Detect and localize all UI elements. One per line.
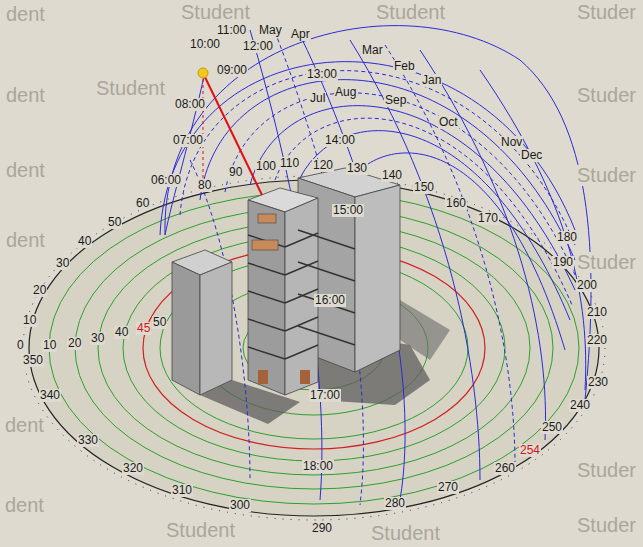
month-label: Nov (500, 136, 523, 149)
altitude-label: 50 (152, 316, 167, 329)
month-label: Jan (421, 74, 442, 87)
azimuth-label: 300 (229, 499, 251, 512)
azimuth-label: 330 (77, 434, 99, 447)
azimuth-label: 190 (552, 256, 574, 269)
azimuth-label: 40 (77, 235, 92, 248)
azimuth-label: 60 (135, 197, 150, 210)
month-label: Jul (309, 92, 326, 105)
month-label: Dec (520, 149, 543, 162)
watermark: dent (5, 85, 46, 106)
time-label: 10:00 (189, 38, 221, 51)
azimuth-label: 130 (346, 162, 368, 175)
azimuth-label: 170 (477, 212, 499, 225)
month-label: Feb (393, 60, 416, 73)
azimuth-label: 100 (255, 160, 277, 173)
watermark: dent (4, 495, 45, 516)
watermark: dent (5, 4, 46, 25)
azimuth-label: 340 (39, 389, 61, 402)
time-label: 06:00 (150, 174, 182, 187)
altitude-label: 45 (136, 322, 151, 335)
watermark: Student (375, 2, 446, 23)
watermark: dent (4, 415, 45, 436)
watermark: Student (370, 523, 441, 544)
azimuth-label: 80 (197, 179, 212, 192)
watermark: Studer (576, 165, 637, 186)
time-label: 12:00 (242, 40, 274, 53)
azimuth-label: 120 (312, 159, 334, 172)
time-label: 15:00 (332, 204, 364, 217)
azimuth-label: 260 (494, 462, 516, 475)
azimuth-label: 140 (381, 169, 403, 182)
time-label: 07:00 (172, 134, 204, 147)
azimuth-label: 0 (16, 339, 25, 352)
azimuth-label: 230 (587, 376, 609, 389)
azimuth-label: 110 (279, 157, 300, 170)
watermark: Studer (576, 252, 637, 273)
month-label: May (258, 24, 283, 37)
azimuth-label: 270 (437, 481, 459, 494)
time-label: 13:00 (306, 68, 338, 81)
azimuth-label: 20 (32, 284, 47, 297)
month-label: Oct (438, 116, 459, 129)
azimuth-label: 250 (541, 421, 563, 434)
time-label: 16:00 (314, 294, 346, 307)
month-label: Apr (290, 28, 311, 41)
azimuth-label: 50 (107, 216, 122, 229)
month-label: Aug (334, 86, 357, 99)
azimuth-label: 254 (519, 444, 541, 457)
time-label: 08:00 (174, 98, 206, 111)
watermark: Student (165, 520, 236, 541)
azimuth-label: 210 (586, 306, 608, 319)
azimuth-label: 90 (228, 166, 243, 179)
month-label: Mar (361, 44, 384, 57)
watermark: Student (180, 2, 251, 23)
azimuth-label: 290 (311, 522, 333, 535)
azimuth-label: 200 (576, 279, 598, 292)
time-label: 11:00 (216, 24, 247, 37)
altitude-label: 30 (90, 332, 105, 345)
azimuth-label: 180 (556, 231, 578, 244)
time-label: 18:00 (302, 460, 334, 473)
azimuth-label: 240 (569, 399, 591, 412)
time-label: 09:00 (216, 64, 248, 77)
watermark: Student (95, 78, 166, 99)
month-label: Sep (384, 94, 407, 107)
azimuth-label: 220 (586, 334, 608, 347)
azimuth-label: 280 (384, 497, 406, 510)
azimuth-label: 310 (171, 484, 193, 497)
watermark: Studer (576, 460, 637, 481)
azimuth-label: 30 (55, 257, 70, 270)
azimuth-label: 150 (413, 181, 435, 194)
azimuth-label: 350 (22, 354, 44, 367)
watermark: Studer (576, 2, 637, 23)
altitude-label: 40 (114, 326, 129, 339)
azimuth-label: 160 (445, 197, 467, 210)
azimuth-label: 10 (22, 314, 37, 327)
watermark: dent (5, 230, 46, 251)
time-label: 14:00 (324, 134, 356, 147)
time-label: 17:00 (309, 389, 341, 402)
altitude-label: 10 (42, 339, 57, 352)
watermark: Studer (576, 515, 637, 536)
watermark: Studer (576, 85, 637, 106)
azimuth-label: 320 (122, 462, 144, 475)
altitude-label: 20 (67, 337, 82, 350)
watermark: dent (5, 160, 46, 181)
